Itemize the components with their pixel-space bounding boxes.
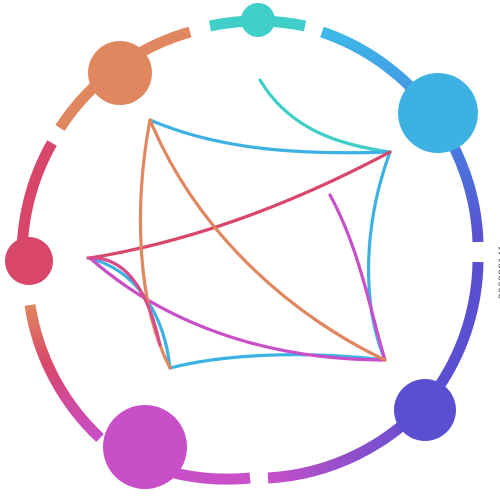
edge-magenta-right [328,193,387,362]
edge-sky-bottom [168,353,387,370]
node-sky [398,73,478,153]
node-teal [241,3,275,37]
node-indigo [394,379,456,441]
node-orange [88,41,152,105]
network-edges [86,78,392,370]
ring-segment-left-lower [24,304,104,443]
network-nodes [5,3,478,489]
edge-crimson-diagonal [88,150,392,260]
edge-magenta-bottom [88,256,387,362]
edge-pink-left [86,256,162,347]
ring-segment-right-lower [435,261,484,389]
node-magenta [103,405,187,489]
edge-sky-top [148,118,392,155]
edge-orange-diagonal [148,118,387,362]
edge-teal [258,78,392,154]
edge-sky-right [366,150,392,362]
node-crimson [5,237,53,285]
